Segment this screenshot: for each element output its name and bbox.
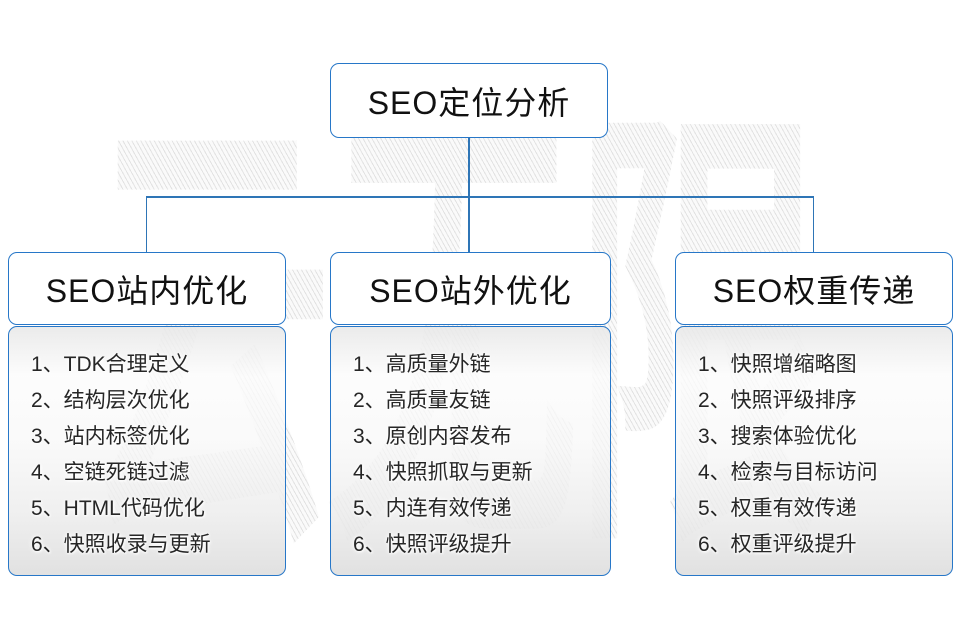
list-item: 4、检索与目标访问 [698,461,878,484]
node-root: SEO定位分析 [330,63,608,138]
onsite-seo-title: SEO站内优化 [45,272,249,309]
root-node-title: SEO定位分析 [367,84,571,121]
list-item: 3、原创内容发布 [353,425,512,448]
list-item: 4、空链死链过滤 [31,461,190,484]
list-item: 3、站内标签优化 [31,425,190,448]
weight-transfer-item-list: 1、快照增缩略图 2、快照评级排序 3、搜索体验优化 4、检索与目标访问 5、权… [698,347,946,563]
node-weight-transfer: SEO权重传递 [675,252,953,325]
connector-root-stem [468,138,470,196]
list-item: 2、结构层次优化 [31,389,190,412]
list-item: 4、快照抓取与更新 [353,461,533,484]
list-item: 1、高质量外链 [353,353,491,376]
list-item: 1、快照增缩略图 [698,353,857,376]
connector-horizontal [145,196,814,198]
list-item: 5、内连有效传递 [353,497,512,520]
list-item: 6、快照评级提升 [353,533,512,556]
onsite-seo-list-box: 1、TDK合理定义 2、结构层次优化 3、站内标签优化 4、空链死链过滤 5、H… [8,326,286,576]
connector-drop-middle [468,196,470,253]
node-offsite-seo: SEO站外优化 [330,252,611,325]
node-onsite-seo: SEO站内优化 [8,252,286,325]
connector-drop-left [145,196,147,253]
weight-transfer-list-box: 1、快照增缩略图 2、快照评级排序 3、搜索体验优化 4、检索与目标访问 5、权… [675,326,953,576]
onsite-seo-item-list: 1、TDK合理定义 2、结构层次优化 3、站内标签优化 4、空链死链过滤 5、H… [31,347,279,563]
list-item: 6、快照收录与更新 [31,533,211,556]
list-item: 3、搜索体验优化 [698,425,857,448]
list-item: 5、HTML代码优化 [31,497,205,520]
offsite-seo-list-box: 1、高质量外链 2、高质量友链 3、原创内容发布 4、快照抓取与更新 5、内连有… [330,326,611,576]
weight-transfer-title: SEO权重传递 [712,272,916,309]
list-item: 2、高质量友链 [353,389,491,412]
offsite-seo-title: SEO站外优化 [369,272,572,309]
connector-drop-right [812,196,814,253]
list-item: 5、权重有效传递 [698,497,857,520]
offsite-seo-item-list: 1、高质量外链 2、高质量友链 3、原创内容发布 4、快照抓取与更新 5、内连有… [353,347,604,563]
list-item: 2、快照评级排序 [698,389,857,412]
list-item: 1、TDK合理定义 [31,353,190,376]
list-item: 6、权重评级提升 [698,533,857,556]
